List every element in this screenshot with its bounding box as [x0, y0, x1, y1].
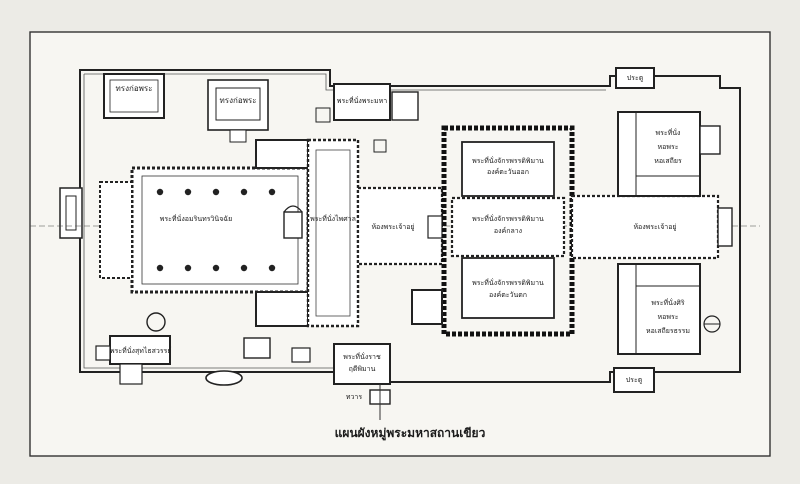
label-gate-top: ประตู	[626, 74, 644, 82]
label-great-hall-west: พระที่นั่งอมรินทรวินิจฉัย	[159, 215, 233, 223]
label-gate-south: ทวาร	[345, 393, 363, 401]
great-hall-west-porch	[99, 181, 133, 279]
label-room-top-mid: พระที่นั่งพระมหา	[336, 97, 388, 105]
east-hall	[570, 194, 720, 260]
great-hall-west	[130, 166, 310, 294]
court-south	[461, 257, 555, 319]
se-block	[617, 263, 701, 355]
label-hall-top-left: ทรงก่อพระ	[115, 84, 153, 93]
bottom-mid-small	[291, 347, 311, 363]
label-hall-middle: พระที่นั่งไพศาล	[310, 215, 356, 223]
label-se-room-a: พระที่นั่งศิริ	[651, 299, 685, 307]
label-court-center-sub: องค์กลาง	[493, 227, 523, 235]
west-gate-inner	[65, 195, 77, 231]
label-se-room-b: หอพระ	[657, 313, 679, 321]
label-court-north: พระที่นั่งจักรพรรดิพิมาน	[472, 157, 544, 165]
gate-bottom	[613, 367, 655, 393]
connector-apse	[427, 215, 443, 239]
ne-annex	[699, 125, 721, 155]
hall-middle-inner	[315, 149, 351, 317]
east-hall-end	[717, 207, 733, 247]
stair-ne	[315, 107, 331, 123]
label-ne-room-a: พระที่นั่ง	[655, 129, 681, 137]
column-dot	[240, 188, 248, 196]
pavilion-porch	[229, 129, 247, 143]
great-hall-south-wing	[255, 291, 309, 327]
label-connector-hall: ห้องพระเจ้าอยู่	[371, 223, 415, 231]
hall-top-left-inner	[109, 79, 159, 113]
label-sw-room: พระที่นั่งสุทไธสวรรย์	[110, 347, 172, 355]
gate-top	[615, 67, 655, 89]
label-se-room-c: หอเสถียรธรรม	[646, 327, 690, 335]
pavilion-top-core	[215, 87, 261, 121]
stair-mid	[373, 139, 387, 153]
boat-pond-icon	[205, 370, 243, 386]
label-east-hall: ห้องพระเจ้าอยู่	[633, 223, 677, 231]
bottom-box	[243, 337, 271, 359]
plan-caption: แผนผังหมู่พระมหาสถานเขียว	[334, 426, 486, 440]
label-bottom-mid: พระที่นั่งราช	[343, 353, 381, 361]
column-dot	[268, 188, 276, 196]
sw-room-porch	[95, 345, 111, 361]
sw-pond-icon	[146, 312, 166, 332]
label-ne-room-b: หอพระ	[657, 143, 679, 151]
label-court-south-sub: องค์ตะวันตก	[488, 291, 528, 299]
sw-annex	[119, 363, 143, 385]
column-dot	[184, 264, 192, 272]
label-bottom-mid-sub: ฤดีพิมาน	[348, 365, 376, 373]
column-dot	[240, 264, 248, 272]
ne-block	[617, 111, 701, 197]
column-dot	[156, 264, 164, 272]
throne-canopy-icon	[283, 205, 303, 213]
column-dot	[268, 264, 276, 272]
label-ne-room-c: หอเสถียร	[654, 157, 682, 165]
column-dot	[184, 188, 192, 196]
label-court-north-sub: องค์ตะวันออก	[487, 168, 529, 176]
throne-icon	[283, 211, 303, 239]
label-gate-bottom: ประตู	[625, 376, 643, 384]
hall-middle	[306, 138, 360, 328]
column-dot	[212, 188, 220, 196]
great-hall-north-wing	[255, 139, 309, 169]
square-room	[411, 289, 443, 325]
bottom-mid-hall	[333, 343, 391, 385]
room-top-mid-b	[391, 91, 419, 121]
hall-top-left	[103, 73, 165, 119]
room-top-mid	[333, 83, 391, 121]
label-court-center: พระที่นั่งจักรพรรดิพิมาน	[472, 215, 544, 223]
court-north	[461, 141, 555, 197]
column-dot	[156, 188, 164, 196]
court-center	[450, 196, 566, 258]
label-court-south: พระที่นั่งจักรพรรดิพิมาน	[472, 279, 544, 287]
column-dot	[212, 264, 220, 272]
label-pavilion-top: ทรงก่อพระ	[219, 96, 257, 105]
compound-wall-inner	[83, 73, 606, 369]
